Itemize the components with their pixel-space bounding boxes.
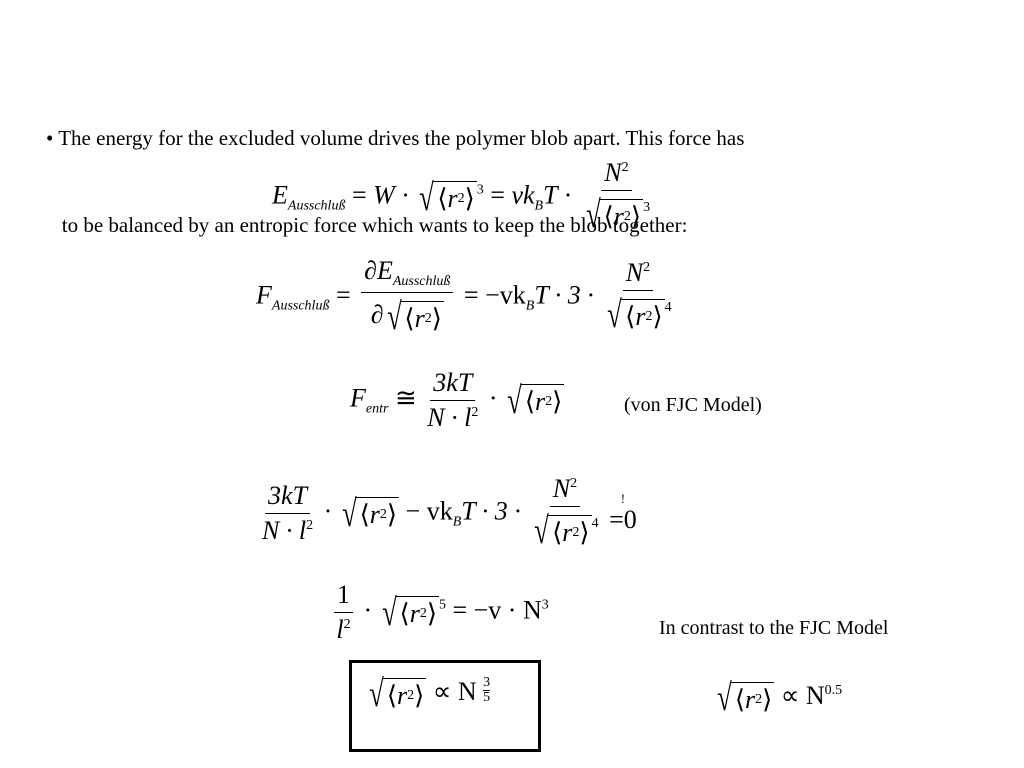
exponent-3-over-5: 3 5: [483, 674, 491, 705]
rhs-minus-vN: = −v · N: [452, 595, 542, 625]
rhs-T-3: T · 3 ·: [461, 496, 521, 526]
intro-text: • The energy for the excluded volume dri…: [46, 66, 744, 269]
symbol-F: F: [256, 280, 272, 310]
fraction-3kT-over-Nl2: 3kT N · l2: [427, 368, 479, 432]
subscript-B: B: [525, 298, 535, 314]
must-equal-zero: ! =0: [609, 491, 637, 534]
equals-sign: =: [490, 180, 512, 210]
subscript-entr: entr: [365, 401, 389, 417]
rhs-prefix: = −vk: [463, 280, 526, 310]
symbol-T: T: [543, 180, 558, 210]
fraction-1-over-l2: 1 l2: [334, 580, 353, 645]
subscript-ausschluss: Ausschluß: [287, 198, 346, 214]
result-box: [349, 660, 541, 752]
fraction-3kT-over-Nl2: 3kT N · l2: [262, 481, 314, 545]
fjc-model-note: (von FJC Model): [624, 394, 762, 416]
contrast-note: In contrast to the FJC Model: [659, 617, 889, 639]
symbol-vk: vk: [511, 180, 535, 210]
proportional-N: ∝ N: [780, 680, 825, 710]
symbol-W: W: [373, 180, 395, 210]
intro-line-2: to be balanced by an entropic force whic…: [46, 213, 688, 237]
minus-vk: − vk: [405, 496, 453, 526]
power-5: 5: [438, 597, 446, 613]
rhs-T-3: T · 3 ·: [534, 280, 594, 310]
equals-sign: =: [351, 180, 367, 210]
approx-equal-sign: ≅: [394, 383, 417, 413]
subscript-B: B: [534, 198, 544, 214]
dot-operator: ·: [401, 180, 410, 210]
symbol-F: F: [350, 383, 366, 413]
intro-line-1: • The energy for the excluded volume dri…: [46, 126, 745, 150]
symbol-E: E: [272, 180, 288, 210]
power-3: 3: [541, 597, 549, 613]
equals-sign: =: [335, 280, 351, 310]
dot-operator: ·: [488, 383, 498, 413]
power-3: 3: [476, 182, 484, 198]
subscript-ausschluss: Ausschluß: [271, 298, 330, 314]
proportional-N: ∝ N: [432, 676, 477, 706]
subscript-B: B: [452, 514, 462, 530]
exponent-0-5: 0.5: [824, 682, 843, 698]
